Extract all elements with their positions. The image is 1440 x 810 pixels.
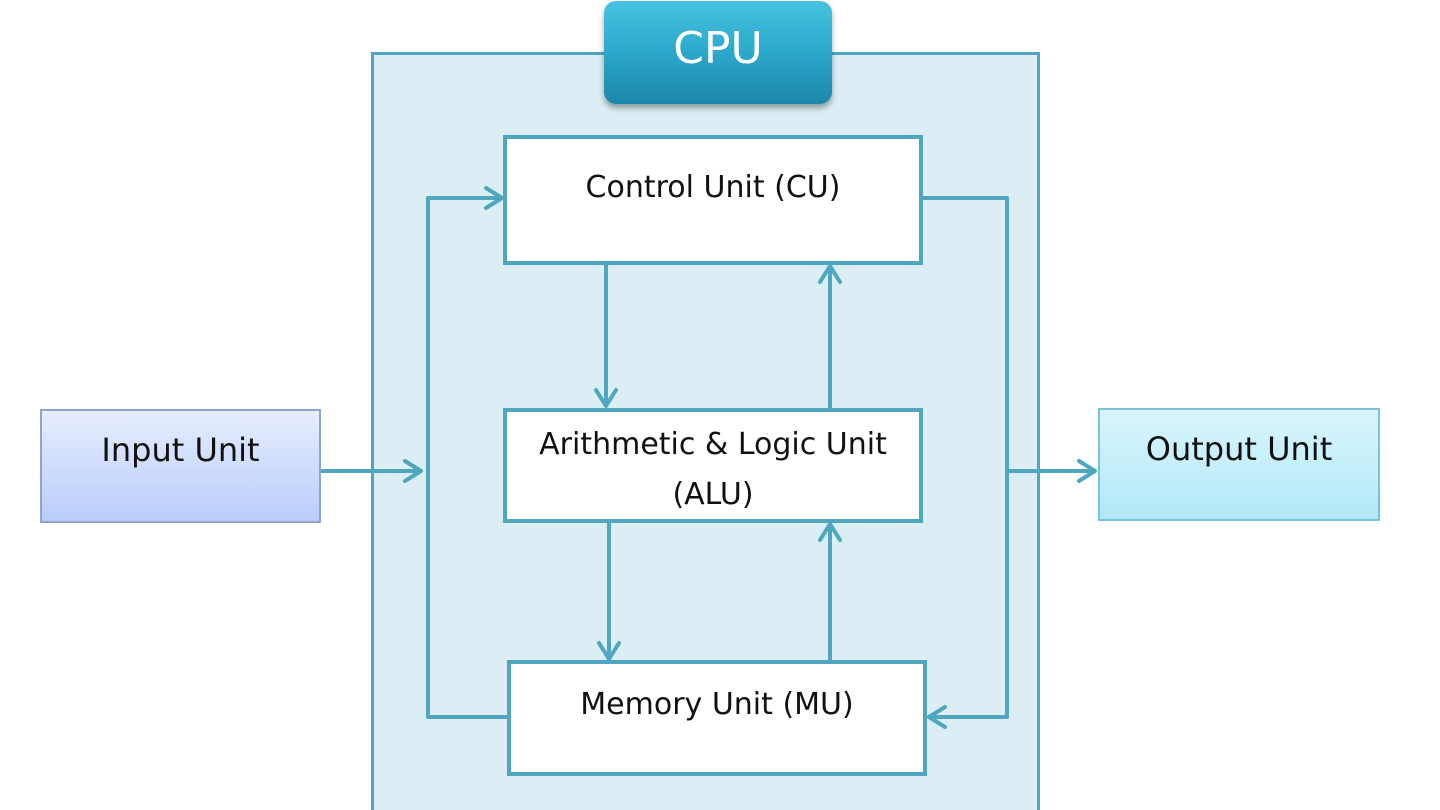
control-unit-label: Control Unit (CU) — [585, 170, 841, 205]
bus-to-output-arrowhead — [1077, 459, 1097, 483]
output-unit-box: Output Unit — [1098, 408, 1380, 521]
input-unit-box: Input Unit — [40, 409, 321, 523]
memory-unit-box: Memory Unit (MU) — [507, 660, 927, 776]
alu-box: Arithmetic & Logic Unit (ALU) — [503, 408, 923, 523]
output-unit-label: Output Unit — [1145, 429, 1333, 468]
memory-unit-label: Memory Unit (MU) — [580, 687, 854, 722]
cpu-title-tab: CPU — [604, 1, 832, 104]
input-unit-label: Input Unit — [101, 431, 260, 469]
alu-label-line2: (ALU) — [672, 477, 754, 512]
alu-label-line1: Arithmetic & Logic Unit — [539, 427, 887, 462]
cpu-title: CPU — [673, 23, 763, 74]
control-unit-box: Control Unit (CU) — [503, 135, 923, 265]
